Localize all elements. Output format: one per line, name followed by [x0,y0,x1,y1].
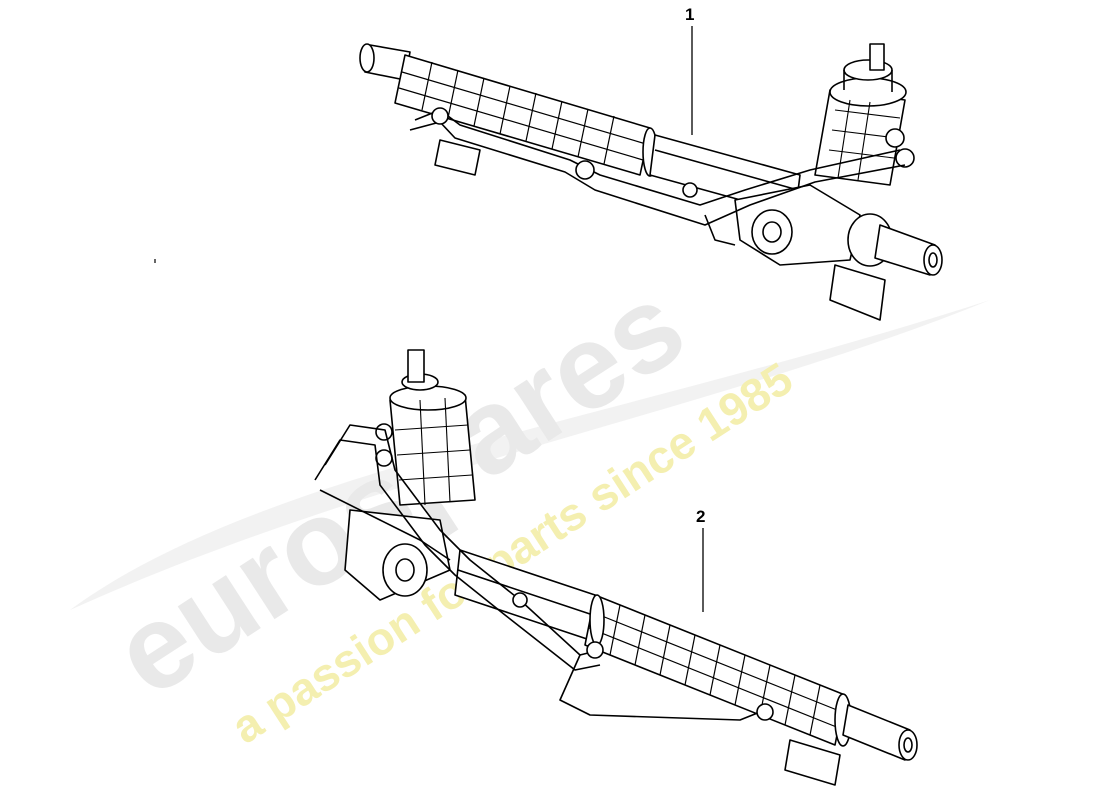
callout-1: 1 [685,5,694,135]
watermark-swoosh [70,300,990,610]
watermark: eurospares a passion for parts since 198… [70,257,990,753]
steering-rack-assembly-2 [314,349,918,786]
steering-rack-assembly-1 [359,43,943,321]
callout-2: 2 [696,507,705,612]
callout-number: 2 [696,507,705,526]
callout-number: 1 [685,5,694,24]
